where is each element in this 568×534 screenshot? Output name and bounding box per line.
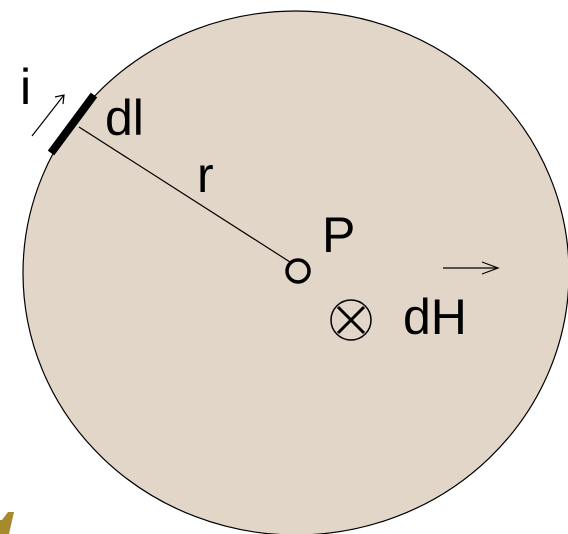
arrow-icon <box>31 94 65 137</box>
current-label: i <box>20 59 31 115</box>
current-element-segment <box>47 92 98 156</box>
point-label: P <box>322 207 355 263</box>
point-marker <box>285 258 311 284</box>
field-label: dH <box>403 289 467 345</box>
distance-label: r <box>197 147 214 203</box>
element-label: dl <box>105 90 144 146</box>
distance-line <box>78 126 291 263</box>
corner-mark <box>0 512 14 534</box>
vector-arrow-icon <box>443 261 500 275</box>
into-page-cross-icon <box>330 299 372 341</box>
